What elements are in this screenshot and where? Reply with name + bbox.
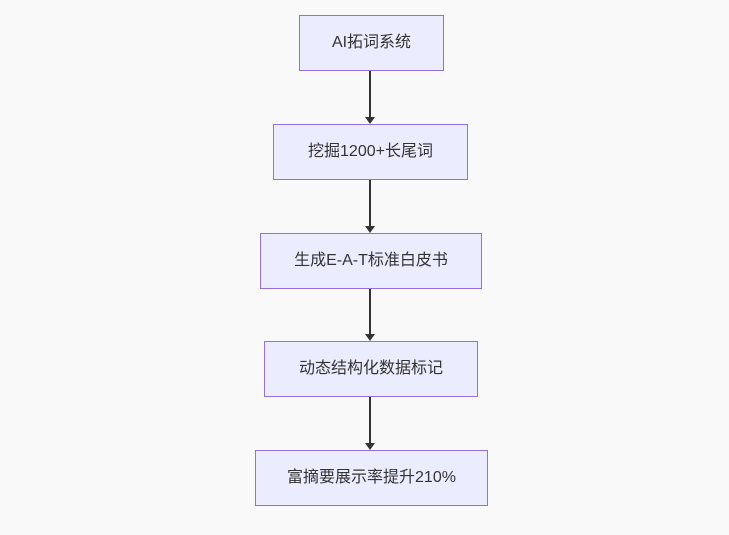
- flow-node-rich-snippet-rate-increase: 富摘要展示率提升210%: [255, 450, 488, 506]
- flow-node-ai-word-expansion-system: AI拓词系统: [299, 15, 444, 71]
- flow-node-label: AI拓词系统: [331, 34, 412, 51]
- flow-node-label: 动态结构化数据标记: [298, 360, 443, 377]
- flow-edge-a-b: [369, 71, 371, 117]
- flow-node-label: 生成E-A-T标准白皮书: [294, 252, 448, 269]
- arrowhead-down-icon: [365, 443, 375, 450]
- flow-edge-c-d: [369, 289, 371, 334]
- flow-edge-b-c: [369, 180, 371, 226]
- flow-node-label: 挖掘1200+长尾词: [308, 143, 433, 160]
- arrowhead-down-icon: [365, 226, 375, 233]
- flow-node-label: 富摘要展示率提升210%: [287, 469, 456, 486]
- arrowhead-down-icon: [365, 117, 375, 124]
- flow-node-dynamic-structured-data-markup: 动态结构化数据标记: [264, 341, 478, 397]
- flow-edge-d-e: [369, 397, 371, 443]
- flow-node-generate-eat-whitepaper: 生成E-A-T标准白皮书: [260, 233, 482, 289]
- arrowhead-down-icon: [365, 334, 375, 341]
- flow-node-mine-longtail-keywords: 挖掘1200+长尾词: [273, 124, 468, 180]
